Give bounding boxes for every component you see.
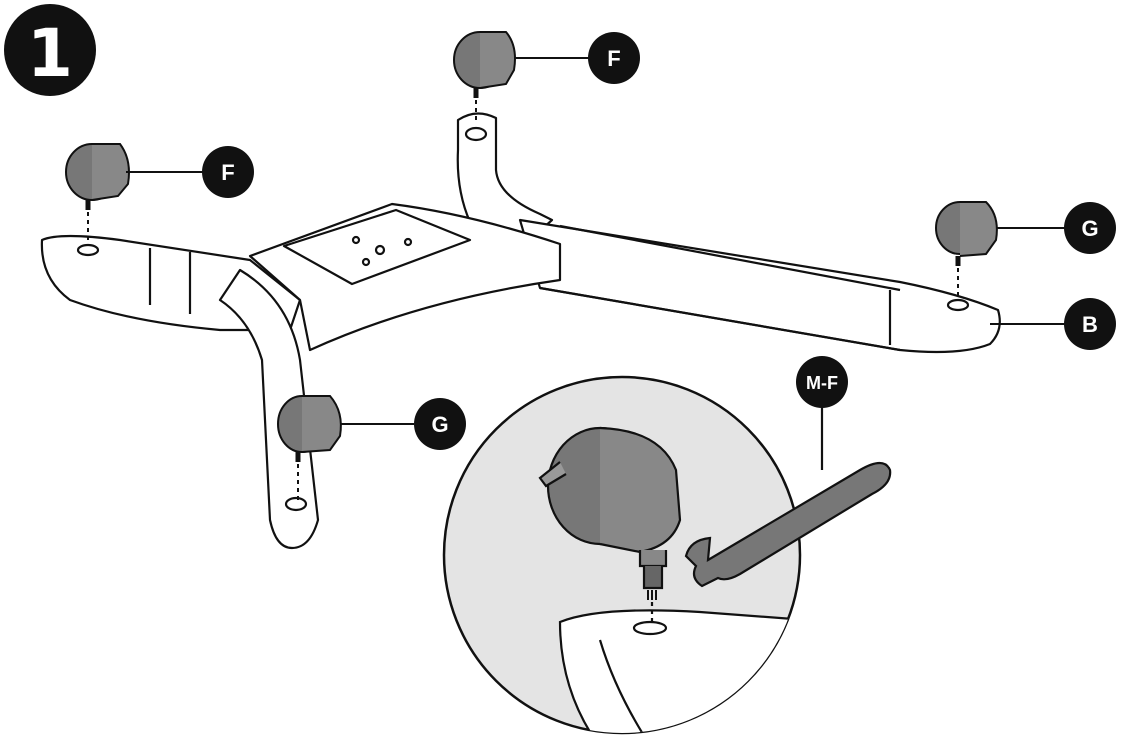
callout-badge-f-left: F (202, 146, 254, 198)
detail-view (442, 375, 892, 735)
callout-f-left-label: F (221, 160, 234, 185)
bolt-hole (76, 243, 100, 257)
bolt-hole (464, 126, 488, 142)
bolt-hole (284, 496, 308, 512)
base-arm-right (518, 218, 1001, 354)
caster-top-left (65, 143, 206, 242)
callout-badge-g-right: G (1064, 202, 1116, 254)
step-number-badge: 1 (4, 4, 96, 96)
wrench (684, 404, 892, 588)
callout-g-right-label: G (1081, 216, 1098, 241)
callout-b-label: B (1082, 312, 1098, 337)
base-arm-rear (456, 112, 554, 242)
step-number: 1 (27, 15, 73, 92)
callout-badge-g-front: G (414, 398, 466, 450)
caster-front (277, 395, 414, 500)
chair-base (40, 112, 1001, 550)
base-arm-front (218, 268, 320, 550)
caster-top-center (453, 31, 596, 124)
bolt-hole (946, 298, 970, 312)
caster-right (935, 201, 1066, 298)
callout-f-top-label: F (607, 46, 620, 71)
callout-mf-label: M-F (806, 373, 838, 393)
callout-badge-mf: M-F (796, 356, 848, 408)
callout-badge-f-top: F (588, 32, 640, 84)
callout-badge-b: B (1064, 298, 1116, 350)
callout-g-front-label: G (431, 412, 448, 437)
